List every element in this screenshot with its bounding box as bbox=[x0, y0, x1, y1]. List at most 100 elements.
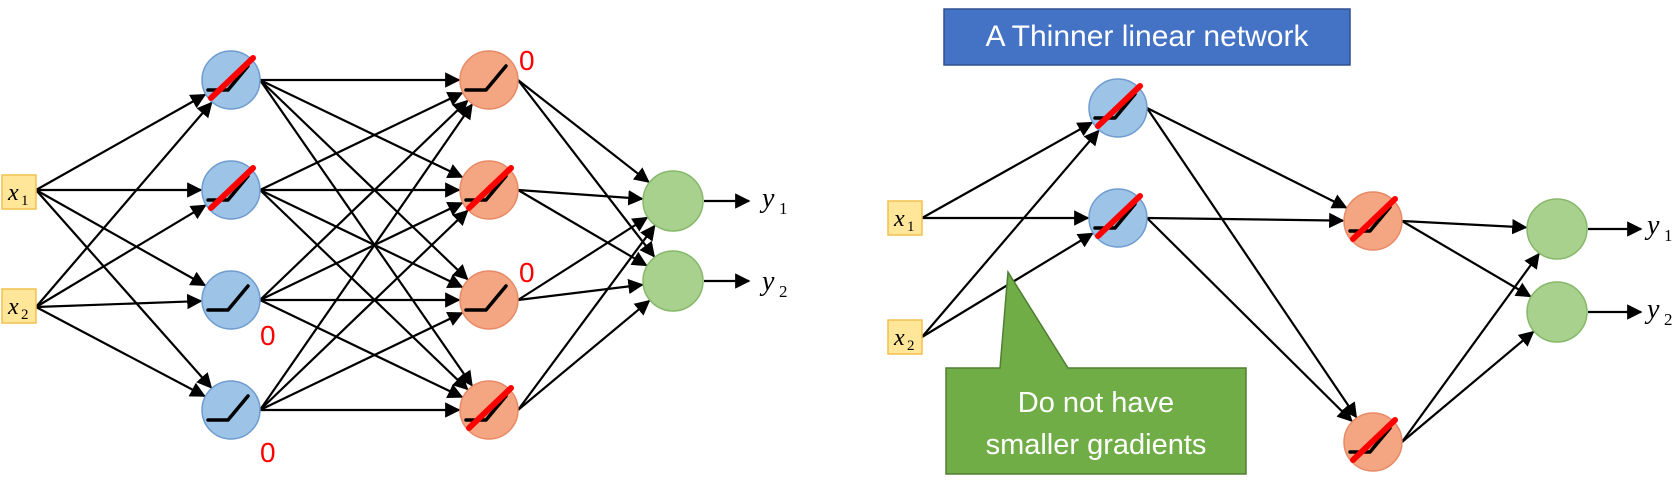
svg-text:2: 2 bbox=[907, 338, 915, 354]
zero-label-l1-n3: 0 bbox=[260, 320, 276, 351]
right-output-neuron-2-circle bbox=[1526, 281, 1588, 343]
left-edge-in2-h1n3 bbox=[35, 293, 203, 310]
right-output-neuron-2 bbox=[1526, 281, 1588, 343]
svg-text:x: x bbox=[893, 206, 905, 232]
right-edge-h1n1-h2n2 bbox=[1146, 107, 1358, 419]
left-output-neuron-1-circle bbox=[642, 170, 704, 232]
right-edge-h1n1-h2n1 bbox=[1146, 107, 1348, 209]
left-output-y2: y 2 bbox=[759, 266, 788, 301]
right-input-x2: x 2 bbox=[887, 319, 923, 355]
left-edge-h1n1-h2n4 bbox=[259, 79, 473, 387]
left-edge-h1n2-h2n3 bbox=[259, 189, 464, 289]
left-output-neuron-2 bbox=[642, 250, 704, 312]
right-edge-h2n2-out2 bbox=[1401, 330, 1535, 443]
right-hidden2-neuron-2-strike-icon bbox=[1350, 417, 1398, 463]
left-hidden1-neuron-4-relu-icon bbox=[206, 394, 250, 422]
left-hidden1-neuron-3 bbox=[201, 270, 261, 330]
left-edge-in1-h1n4 bbox=[35, 189, 213, 389]
svg-text:1: 1 bbox=[907, 219, 915, 235]
zero-label-l1-n4: 0 bbox=[260, 437, 276, 468]
svg-text:Do not have: Do not have bbox=[1018, 387, 1174, 419]
svg-text:2: 2 bbox=[1664, 310, 1673, 329]
svg-text:y: y bbox=[759, 183, 775, 214]
right-edge-h2n2-out1 bbox=[1401, 252, 1540, 443]
left-hidden2-neuron-1 bbox=[459, 50, 519, 110]
left-hidden1-neuron-1 bbox=[201, 50, 261, 110]
right-hidden1-neuron-2 bbox=[1088, 188, 1148, 248]
left-edge-h1n1-h2n2 bbox=[259, 79, 464, 179]
connections bbox=[35, 72, 1643, 443]
left-edge-h2n4-out1 bbox=[517, 224, 656, 411]
left-edge-h1n3-h2n1 bbox=[259, 99, 469, 301]
right-edge-h1n2-h2n2 bbox=[1146, 217, 1353, 422]
left-hidden2-neuron-1-circle bbox=[459, 50, 519, 110]
left-hidden2-neuron-4-relu-icon bbox=[464, 394, 508, 422]
right-hidden2-neuron-2 bbox=[1343, 412, 1403, 472]
svg-text:x: x bbox=[7, 294, 19, 320]
right-edge-h2n1-out2 bbox=[1401, 220, 1532, 298]
left-hidden1-neuron-3-relu-icon bbox=[206, 284, 250, 312]
right-hidden2-neuron-1 bbox=[1343, 191, 1403, 251]
left-edge-h1n2-h2n1 bbox=[259, 91, 464, 191]
left-edge-h1n1-h2n3 bbox=[259, 79, 469, 281]
left-hidden1-neuron-2-strike-icon bbox=[208, 165, 256, 211]
left-hidden2-neuron-2 bbox=[459, 160, 519, 220]
left-input-x2: x 2 bbox=[1, 288, 37, 324]
left-edge-in1-h1n1 bbox=[35, 93, 207, 191]
left-edge-in2-h1n1 bbox=[35, 101, 213, 308]
left-hidden1-neuron-1-relu-icon bbox=[206, 64, 250, 92]
right-edge-in2-h1n1 bbox=[921, 129, 1100, 338]
right-input-x1: x 1 bbox=[887, 200, 923, 236]
left-edge-h1n3-h2n4 bbox=[259, 299, 464, 399]
left-hidden1-neuron-4-circle bbox=[201, 380, 261, 440]
left-hidden2-neuron-2-strike-icon bbox=[466, 165, 514, 211]
left-edge-h1n4-h2n3 bbox=[259, 311, 464, 411]
left-edge-in1-h1n3 bbox=[35, 189, 207, 287]
svg-text:y: y bbox=[1644, 210, 1660, 241]
left-edge-in2-h1n4 bbox=[35, 306, 206, 397]
left-edge-h2n1-out1 bbox=[517, 79, 650, 183]
svg-text:x: x bbox=[893, 325, 905, 351]
left-edge-in2-h1n2 bbox=[35, 204, 207, 308]
left-hidden2-neuron-3-relu-icon bbox=[464, 284, 508, 312]
svg-text:y: y bbox=[1644, 294, 1660, 325]
right-hidden1-neuron-1-strike-icon bbox=[1095, 83, 1143, 129]
left-edge-h1n3-h2n2 bbox=[259, 201, 464, 301]
svg-text:smaller gradients: smaller gradients bbox=[986, 429, 1207, 461]
svg-text:1: 1 bbox=[21, 193, 29, 209]
left-edge-h1n4-h2n1 bbox=[259, 103, 473, 411]
left-edge-h2n2-out2 bbox=[517, 189, 648, 267]
left-edge-h2n3-out2 bbox=[517, 278, 644, 302]
right-hidden2-neuron-2-relu-icon bbox=[1348, 426, 1392, 454]
left-hidden1-neuron-1-strike-icon bbox=[208, 55, 256, 101]
right-hidden1-neuron-1-relu-icon bbox=[1093, 92, 1137, 120]
right-hidden2-neuron-1-strike-icon bbox=[1350, 196, 1398, 242]
left-hidden2-neuron-3-circle bbox=[459, 270, 519, 330]
right-hidden1-neuron-2-strike-icon bbox=[1095, 193, 1143, 239]
left-edge-h1n2-h2n4 bbox=[259, 189, 469, 391]
svg-text:1: 1 bbox=[1664, 226, 1673, 245]
right-output-y2: y 2 bbox=[1644, 294, 1673, 329]
right-output-neuron-1-circle bbox=[1526, 198, 1588, 260]
right-hidden1-neuron-2-relu-icon bbox=[1093, 202, 1137, 230]
svg-text:x: x bbox=[7, 180, 19, 206]
left-hidden1-neuron-2-relu-icon bbox=[206, 174, 250, 202]
svg-text:2: 2 bbox=[21, 307, 29, 323]
left-hidden2-neuron-1-relu-icon bbox=[464, 64, 508, 92]
right-hidden2-neuron-1-relu-icon bbox=[1348, 205, 1392, 233]
left-hidden2-neuron-4-strike-icon bbox=[466, 385, 514, 431]
left-hidden1-neuron-3-circle bbox=[201, 270, 261, 330]
left-edge-h2n3-out1 bbox=[517, 216, 649, 301]
zero-label-l2-n1: 0 bbox=[519, 45, 535, 76]
left-output-neuron-1 bbox=[642, 170, 704, 232]
left-hidden2-neuron-3 bbox=[459, 270, 519, 330]
thinner-network-title: A Thinner linear network bbox=[943, 8, 1351, 66]
left-edge-h2n4-out2 bbox=[517, 299, 651, 411]
svg-text:2: 2 bbox=[779, 282, 788, 301]
left-hidden2-neuron-4 bbox=[459, 380, 519, 440]
left-input-x1: x 1 bbox=[1, 174, 37, 210]
zero-label-l2-n3: 0 bbox=[519, 257, 535, 288]
left-hidden1-neuron-4 bbox=[201, 380, 261, 440]
right-hidden1-neuron-1 bbox=[1088, 78, 1148, 138]
